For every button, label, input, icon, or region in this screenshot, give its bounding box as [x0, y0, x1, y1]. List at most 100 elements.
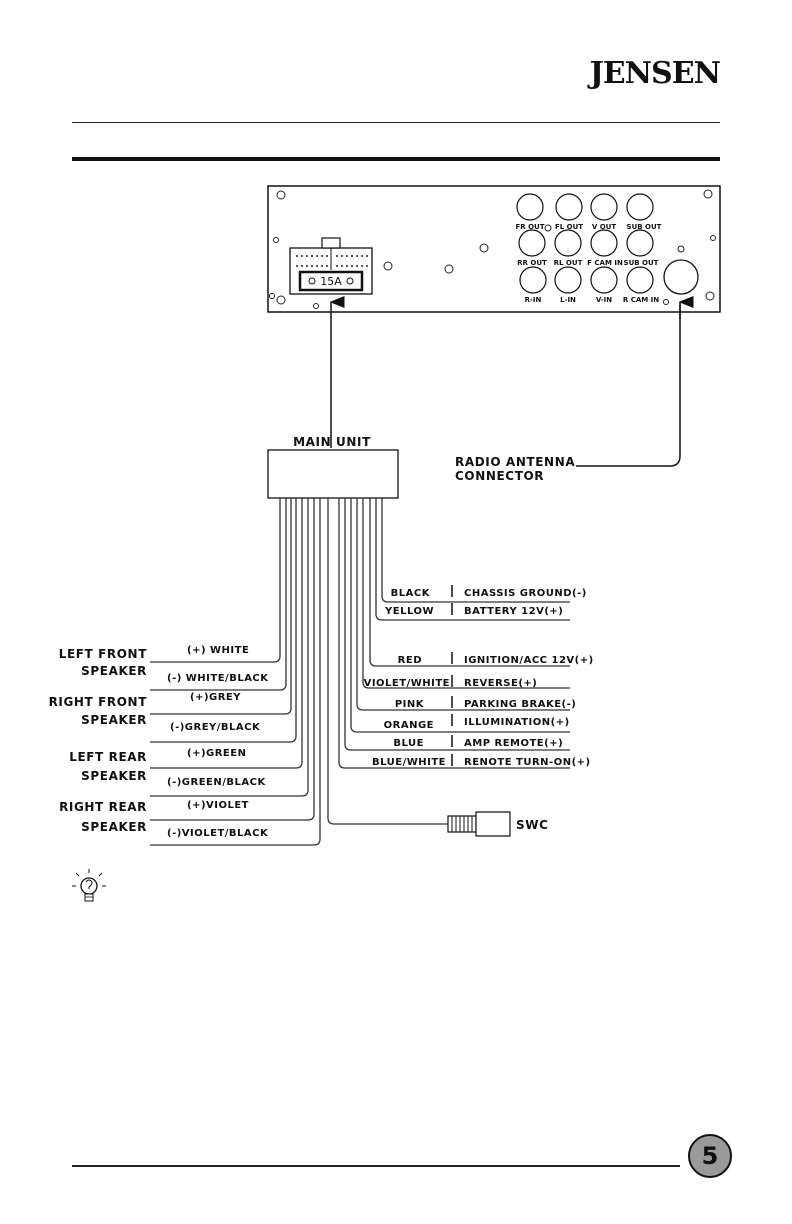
- wire-black: [381, 498, 570, 603]
- port-label: RL OUT: [554, 259, 583, 267]
- wire-blue: [344, 498, 570, 751]
- port-label: SUB OUT: [624, 259, 659, 267]
- rear-panel: 15A FR OUT FL OUT V OUT SUB OUT RR OUT R…: [267, 185, 721, 313]
- speaker-name: LEFT REAR: [69, 750, 147, 764]
- page-number-badge: 5: [688, 1134, 732, 1178]
- speaker-name: SPEAKER: [81, 713, 147, 727]
- swc-label: SWC: [516, 818, 549, 832]
- wire-pink: [356, 498, 570, 711]
- port-label: V-IN: [596, 296, 612, 304]
- wire-color-label: PINK: [395, 699, 425, 710]
- fuse-label: 15A: [320, 275, 342, 288]
- port-label: R CAM IN: [623, 296, 659, 304]
- wire-color-label: (-)VIOLET/BLACK: [167, 828, 269, 839]
- brand-logo: JENSEN: [589, 56, 721, 91]
- power-wires: [338, 498, 570, 769]
- speaker-name: SPEAKER: [81, 769, 147, 783]
- wire-right-front-minus: [150, 498, 297, 743]
- screw-icon: [710, 235, 716, 241]
- port-label: R-IN: [525, 296, 542, 304]
- antenna-label-line1: RADIO ANTENNA: [455, 455, 575, 469]
- rca-jack: [626, 193, 654, 221]
- rca-jack: [626, 266, 654, 294]
- wire-color-label: BLUE/WHITE: [372, 757, 446, 768]
- harness-connector: 15A: [289, 237, 373, 295]
- mount-hole: [703, 189, 713, 199]
- wire-left-front-minus: [150, 498, 287, 691]
- speaker-name: SPEAKER: [81, 820, 147, 834]
- wire-color-label: RED: [398, 655, 422, 666]
- wire-color-label: (+)GREEN: [187, 748, 246, 759]
- rca-jack: [554, 229, 582, 257]
- rca-jack: [590, 229, 618, 257]
- wire-color-label: (-)GREEN/BLACK: [167, 777, 266, 788]
- rca-jack: [590, 266, 618, 294]
- wire-orange: [350, 498, 570, 733]
- wire-color-label: (-)GREY/BLACK: [170, 722, 261, 733]
- wire-right-rear-minus: [150, 498, 321, 846]
- speaker-name: RIGHT REAR: [59, 800, 147, 814]
- screw-icon: [313, 303, 319, 309]
- mount-hole: [705, 291, 715, 301]
- fuse-holder: [298, 270, 364, 292]
- main-unit-label: MAIN UNIT: [293, 435, 371, 449]
- port-label: RR OUT: [517, 259, 547, 267]
- wire-blue-white: [338, 498, 570, 769]
- wire-violet-white: [362, 498, 570, 689]
- rca-jack: [590, 193, 618, 221]
- lightbulb-icon: [72, 869, 106, 902]
- rca-jack: [516, 193, 544, 221]
- speaker-labels: LEFT FRONT SPEAKER (+) WHITE (-) WHITE/B…: [49, 645, 269, 839]
- port-label: SUB OUT: [627, 223, 662, 231]
- mount-hole: [677, 245, 685, 253]
- wire-function-label: AMP REMOTE(+): [464, 738, 563, 749]
- speaker-name: SPEAKER: [81, 664, 147, 678]
- fuse-screw-icon: [346, 277, 354, 285]
- wire-function-label: ILLUMINATION(+): [464, 717, 570, 728]
- rca-jack: [555, 193, 583, 221]
- wire-right-front-plus: [150, 498, 292, 715]
- wire-function-label: REVERSE(+): [464, 678, 537, 689]
- swc-connector-icon: [447, 811, 511, 837]
- rca-jack: [518, 229, 546, 257]
- port-label: F CAM IN: [587, 259, 623, 267]
- antenna-jack: [663, 259, 699, 295]
- power-wire-labels: BLACK CHASSIS GROUND(-) YELLOW BATTERY 1…: [364, 585, 594, 768]
- wire-left-rear-minus: [150, 498, 309, 797]
- header-rule-thin: [72, 122, 720, 123]
- wire-color-label: YELLOW: [384, 606, 434, 617]
- mount-hole: [276, 295, 286, 305]
- rca-jack: [554, 266, 582, 294]
- port-label: V OUT: [592, 223, 616, 231]
- port-label: FL OUT: [555, 223, 583, 231]
- wire-red: [369, 498, 570, 667]
- mount-hole: [276, 190, 286, 200]
- wire-swc: [327, 498, 448, 825]
- mount-hole: [544, 224, 552, 232]
- wire-color-label: (+)GREY: [190, 692, 241, 703]
- wire-function-label: PARKING BRAKE(-): [464, 699, 576, 710]
- rca-jack: [626, 229, 654, 257]
- main-unit-box: [267, 449, 399, 499]
- mount-hole: [444, 264, 454, 274]
- antenna-label-line2: CONNECTOR: [455, 469, 544, 483]
- mount-hole: [479, 243, 489, 253]
- wire-color-label: ORANGE: [384, 720, 434, 731]
- wire-color-label: (+)VIOLET: [187, 800, 249, 811]
- wire-color-label: (-) WHITE/BLACK: [167, 673, 269, 684]
- screw-icon: [273, 237, 279, 243]
- wire-color-label: VIOLET/WHITE: [364, 678, 450, 689]
- wire-function-label: IGNITION/ACC 12V(+): [464, 655, 594, 666]
- wire-function-label: RENOTE TURN-ON(+): [464, 757, 591, 768]
- header-rule-thick: [72, 157, 720, 161]
- wire-left-front-plus: [150, 498, 281, 663]
- screw-icon: [269, 293, 275, 299]
- wire-color-label: (+) WHITE: [187, 645, 249, 656]
- wire-right-rear-plus: [150, 498, 315, 821]
- rca-jack: [519, 266, 547, 294]
- antenna-lead: [576, 304, 681, 467]
- speaker-name: RIGHT FRONT: [49, 695, 148, 709]
- fuse-screw-icon: [308, 277, 316, 285]
- wire-function-label: BATTERY 12V(+): [464, 606, 563, 617]
